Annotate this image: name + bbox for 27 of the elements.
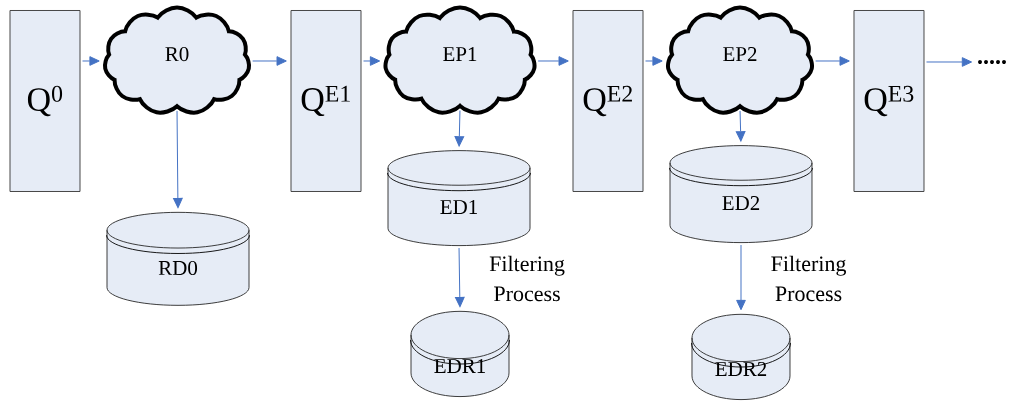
arrow (537, 56, 569, 66)
edge-label: Filtering Process (489, 255, 565, 302)
database-cylinder: EDR1 (410, 310, 510, 397)
database-cylinder: ED1 (387, 150, 531, 247)
ellipsis-text: ..... (978, 60, 1006, 64)
process-cloud: EP2 (665, 5, 815, 115)
queue-box: Q$^{0}$ (9, 10, 81, 192)
edge-label: Filtering Process (771, 255, 846, 302)
arrow (82, 56, 100, 66)
process-cloud: R0 (103, 5, 252, 115)
arrow (363, 56, 381, 66)
arrow (926, 57, 973, 67)
database-cylinder: ED2 (669, 145, 813, 244)
database-cylinder: EDR2 (691, 313, 791, 401)
arrow (815, 56, 850, 66)
arrow (735, 110, 746, 142)
arrow (645, 56, 663, 66)
arrow (454, 247, 465, 308)
arrow (454, 110, 465, 147)
arrow (173, 110, 183, 209)
arrow (736, 244, 746, 311)
queue-box: Q$^{E1}$ (290, 10, 362, 192)
arrow (252, 56, 287, 66)
database-cylinder: RD0 (106, 211, 250, 306)
queue-box: Q$^{E3}$ (853, 10, 925, 192)
queue-box: Q$^{E2}$ (572, 10, 644, 192)
process-cloud: EP1 (383, 5, 537, 115)
